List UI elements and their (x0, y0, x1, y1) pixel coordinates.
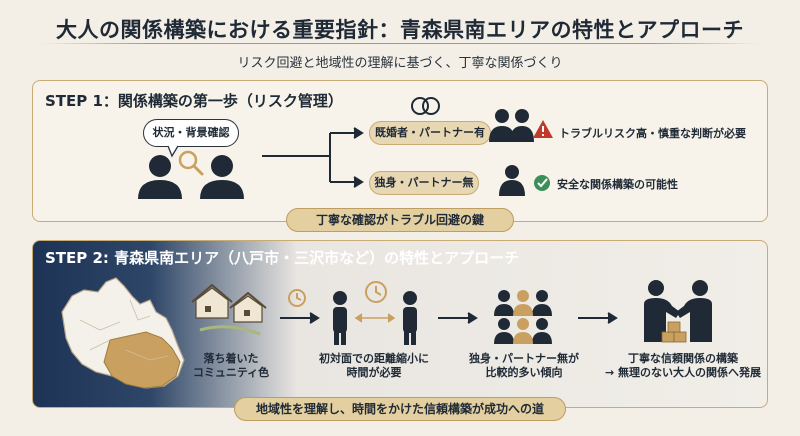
stage-trust-caption: 丁寧な信頼関係の構築 → 無理のない大人の関係へ発展 (604, 352, 762, 379)
key-banner: 丁寧な確認がトラブル回避の鍵 (286, 208, 514, 232)
status-check-bubble: 状況・背景確認 (143, 119, 239, 147)
single-note: 安全な関係構築の可能性 (557, 178, 678, 191)
page-title: 大人の関係構築における重要指針：青森県南エリアの特性とアプローチ (56, 18, 744, 42)
step2-title: STEP 2: 青森県南エリア（八戸市・三沢市など）の特性とアプローチ (45, 249, 520, 267)
single-pill: 独身・パートナー無 (369, 171, 479, 195)
married-note: トラブルリスク高・慎重な判断が必要 (559, 127, 746, 140)
stage-community-caption: 落ち着いた コミュニティ色 (192, 352, 270, 379)
step1-title: STEP 1：関係構築の第一歩（リスク管理） (45, 92, 343, 110)
married-pill: 既婚者・パートナー有 (369, 121, 491, 145)
step2-panel: STEP 2: 青森県南エリア（八戸市・三沢市など）の特性とアプローチ (32, 240, 768, 408)
stage-distance-caption: 初対面での距離縮小に 時間が必要 (319, 352, 429, 379)
stage-single-caption: 独身・パートナー無が 比較的多い傾向 (469, 352, 579, 379)
page-subtitle: リスク回避と地域性の理解に基づく、丁寧な関係づくり (237, 56, 563, 71)
bottom-banner: 地域性を理解し、時間をかけた信頼構築が成功への道 (234, 397, 566, 421)
step1-panel: STEP 1：関係構築の第一歩（リスク管理） 状況・背景確認 既婚者・パートナー… (32, 80, 768, 222)
title-divider (40, 43, 760, 44)
